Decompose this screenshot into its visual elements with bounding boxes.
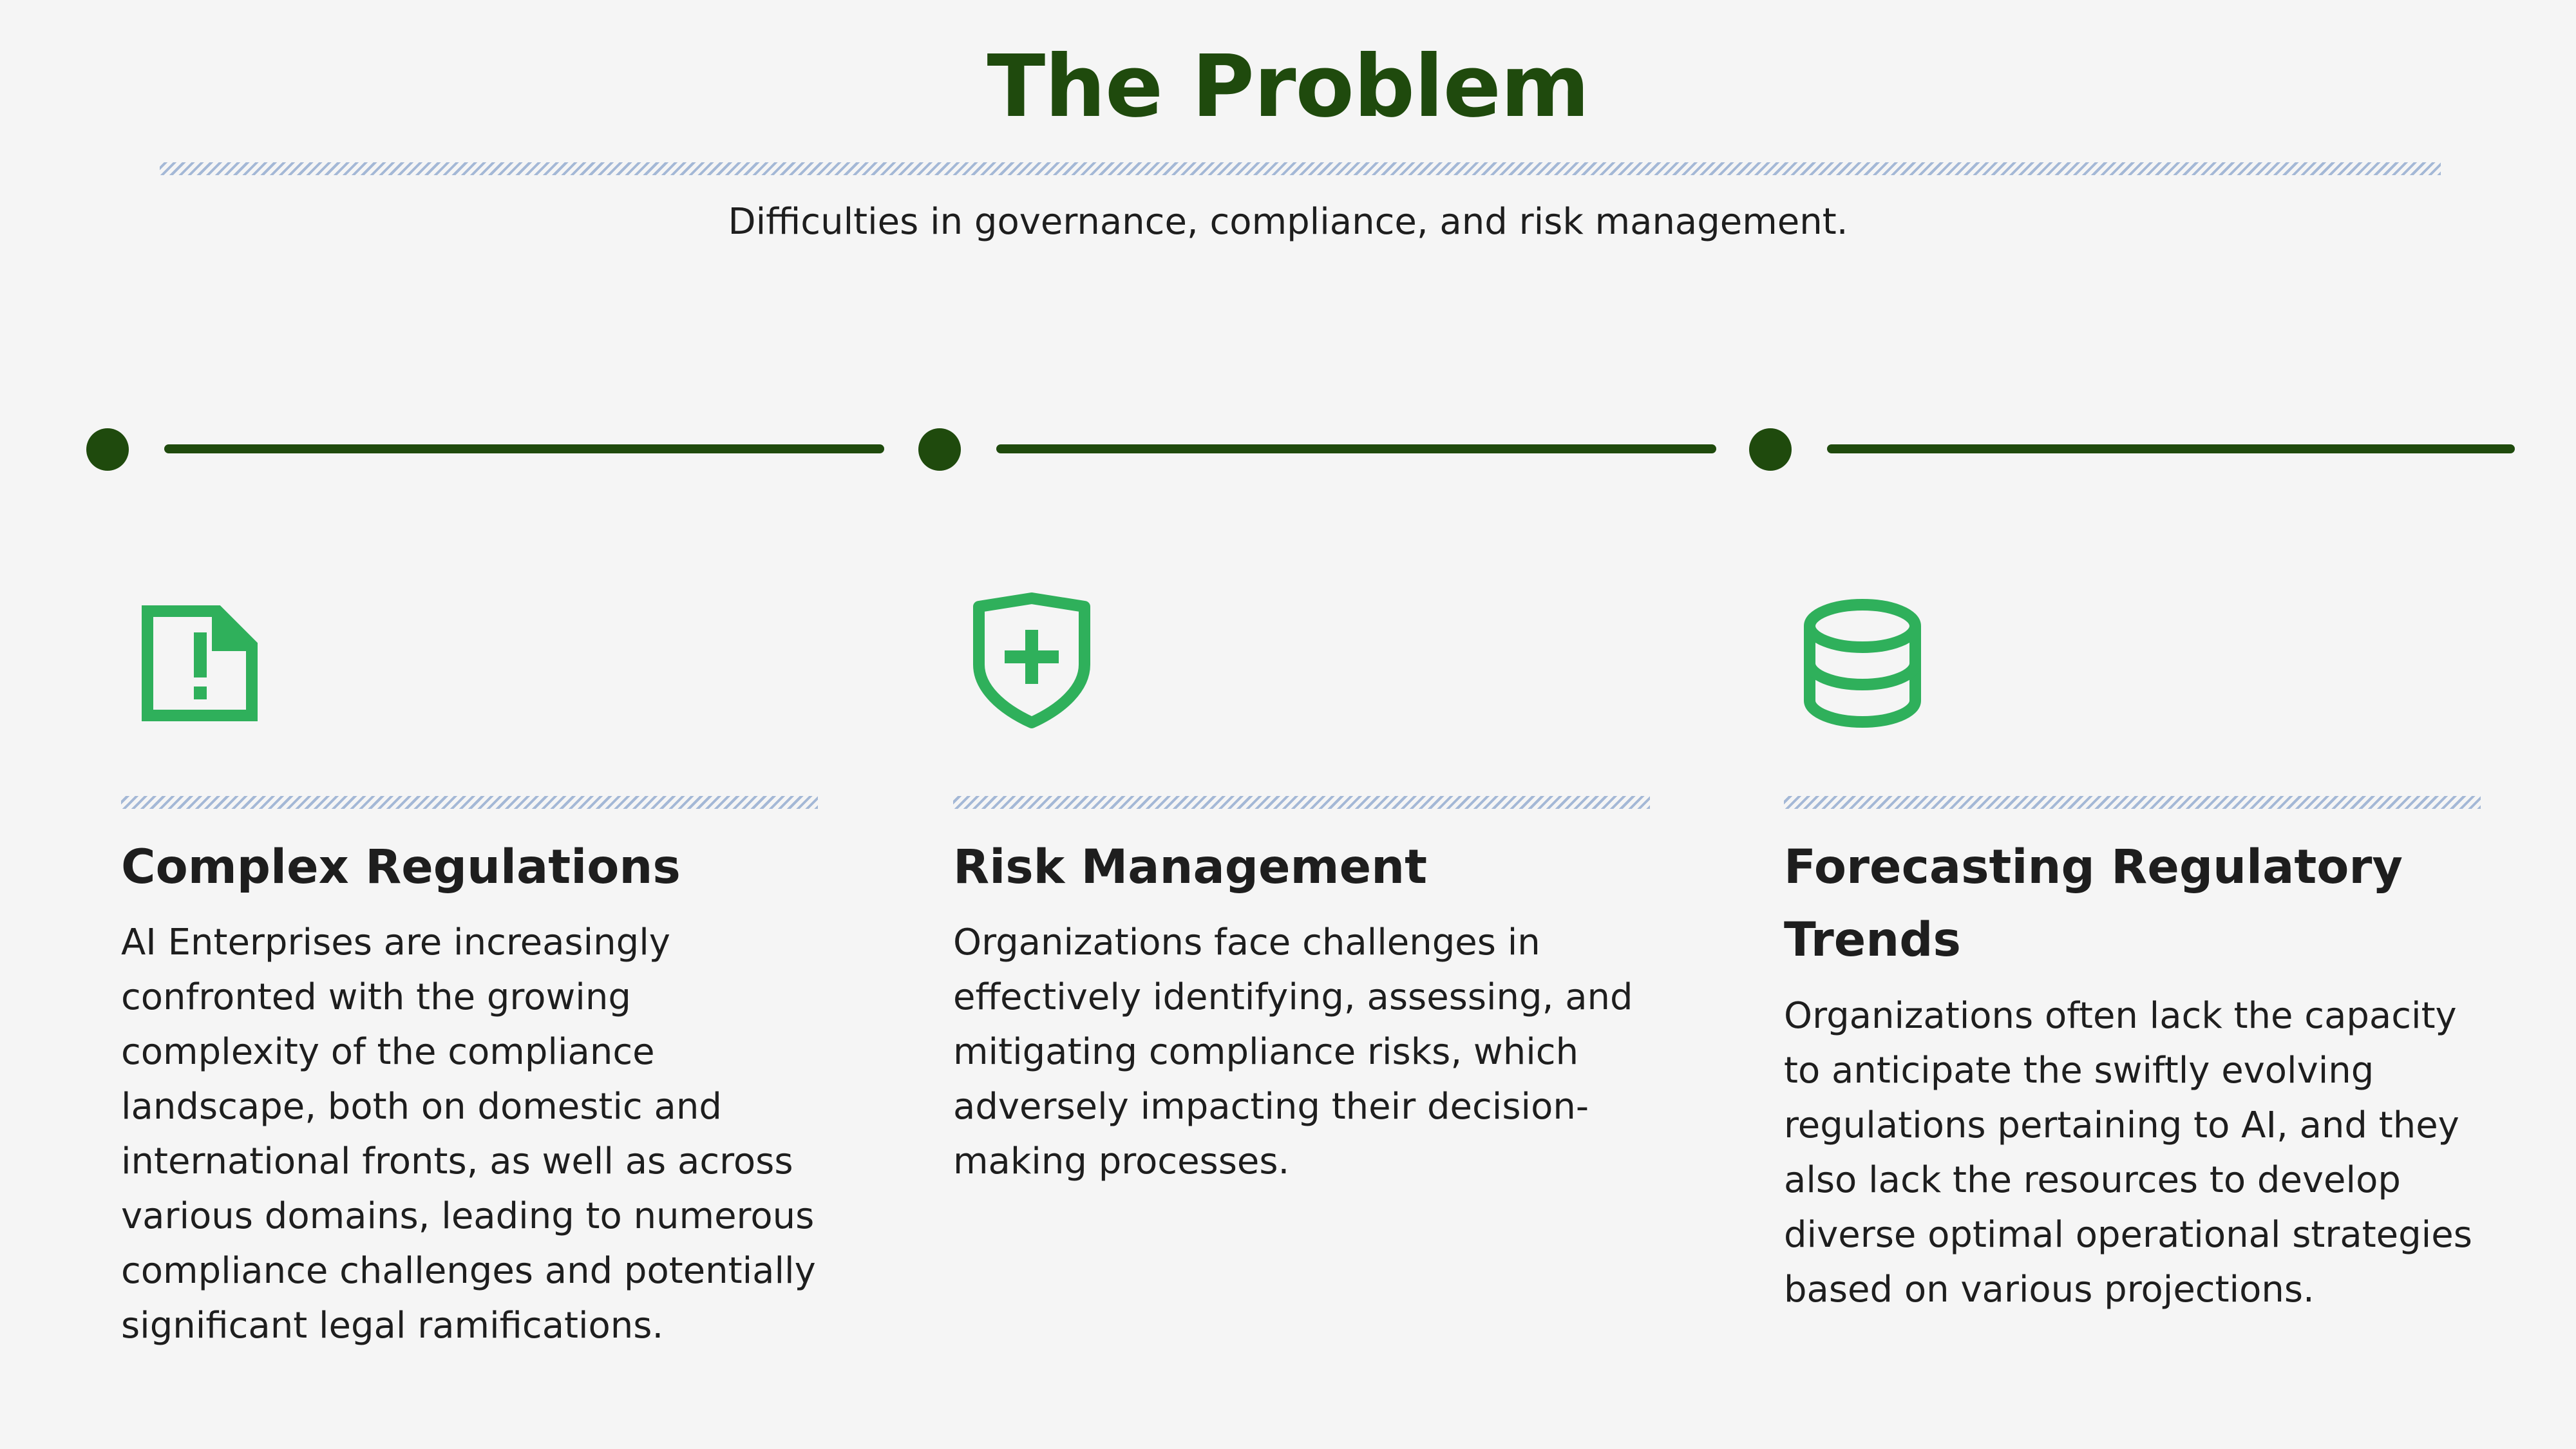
card-body-forecasting-regulatory-trends: Organizations often lack the capacity to… (1784, 995, 2472, 1311)
card-body-risk-management: Organizations face challenges in effecti… (953, 922, 1633, 1182)
card-divider-2 (953, 796, 1650, 809)
database-icon (1792, 592, 1933, 734)
timeline-line-3 (1827, 444, 2515, 453)
card-title-risk-management: Risk Management (953, 840, 1427, 895)
timeline-dot-3 (1749, 428, 1792, 471)
timeline-dot-2 (918, 428, 961, 471)
title-divider (160, 162, 2441, 175)
shield-plus-icon (961, 592, 1103, 734)
timeline-line-1 (164, 444, 884, 453)
timeline-dot-1 (86, 428, 129, 471)
card-divider-1 (121, 796, 818, 809)
card-body-complex-regulations: AI Enterprises are increasingly confront… (121, 922, 816, 1347)
card-title-forecasting-regulatory-trends: Forecasting Regulatory Trends (1784, 840, 2403, 967)
timeline-line-2 (996, 444, 1716, 453)
document-alert-icon (129, 592, 270, 734)
page-title: The Problem (987, 37, 1590, 137)
card-title-complex-regulations: Complex Regulations (121, 840, 681, 895)
page-subtitle: Difficulties in governance, compliance, … (728, 201, 1848, 243)
card-divider-3 (1784, 796, 2481, 809)
